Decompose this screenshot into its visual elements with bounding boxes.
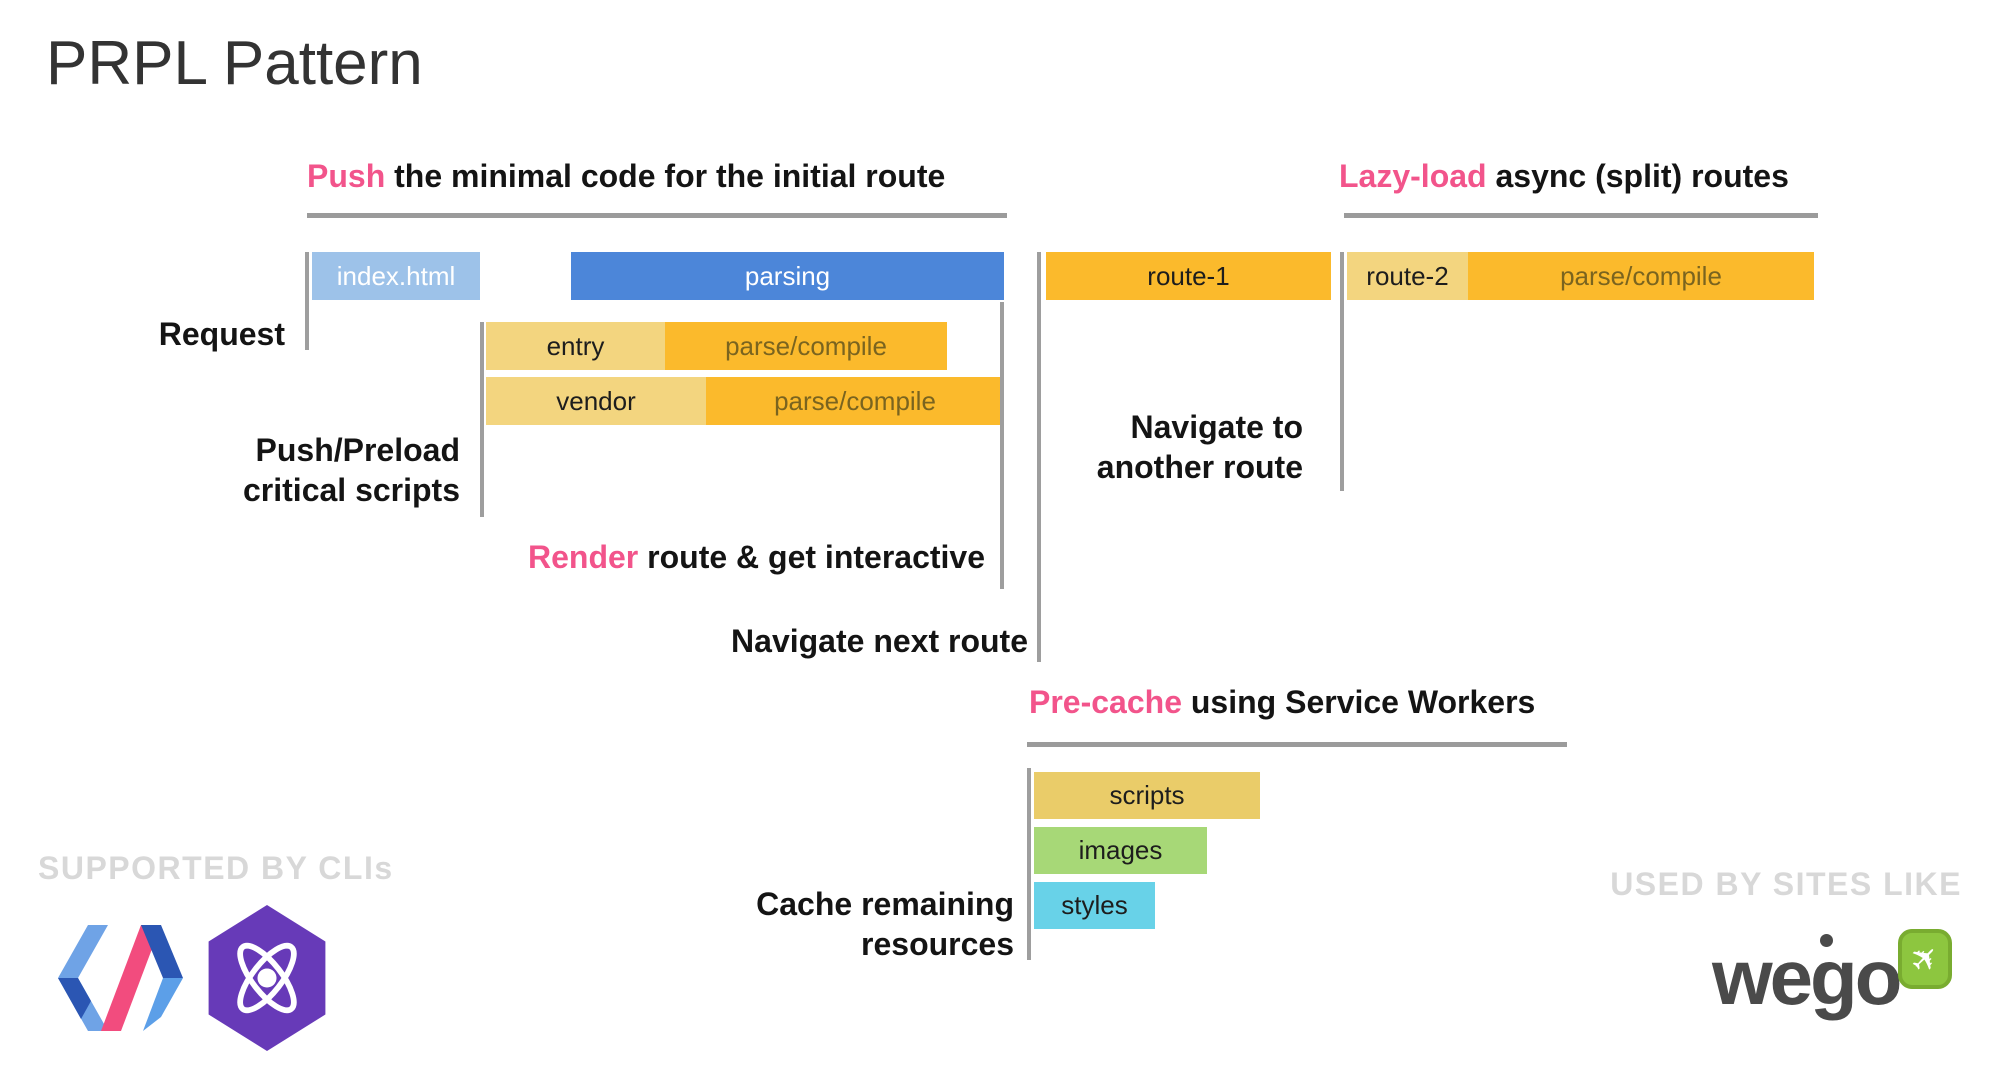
bar-styles: styles — [1034, 882, 1155, 929]
heading-lazy-rest: async (split) routes — [1486, 158, 1789, 194]
bar-parsing-label: parsing — [571, 252, 1004, 300]
navigate-another-label-line2: another route — [1096, 449, 1303, 485]
bar-scripts: scripts — [1034, 772, 1260, 819]
precache-marker-line — [1027, 768, 1031, 960]
cache-remaining-label-line1: Cache remaining — [756, 886, 1014, 922]
heading-precache-rest: using Service Workers — [1181, 684, 1536, 720]
navigate-next-label: Navigate next route — [731, 623, 1028, 659]
push-underline — [307, 213, 1007, 218]
heading-lazy-highlight: Lazy-load — [1339, 158, 1487, 194]
request-label: Request — [158, 316, 285, 352]
page-title: PRPL Pattern — [46, 29, 423, 98]
bar-scripts-label: scripts — [1034, 772, 1260, 819]
used-by-sites-label: USED BY SITES LIKE — [1610, 866, 1962, 902]
bar-parsing: parsing — [571, 252, 1004, 300]
bar-entry-label: entry — [486, 322, 665, 370]
push-preload-label: Push/Preload critical scripts — [243, 430, 460, 510]
airplane-icon: ✈ — [1901, 935, 1949, 983]
bar-index-html-label: index.html — [312, 252, 480, 300]
wego-logo-badge: ✈ — [1898, 929, 1952, 989]
lazy-underline — [1344, 213, 1818, 218]
render-label-highlight: Render — [528, 539, 639, 575]
precache-underline — [1027, 742, 1567, 747]
bar-vendor: vendor parse/compile — [486, 377, 1004, 425]
navigate-next-marker-line — [1037, 252, 1041, 662]
push-preload-label-line1: Push/Preload — [255, 432, 461, 468]
wego-logo-dot — [1820, 934, 1833, 947]
heading-lazy-load: Lazy-load async (split) routes — [1339, 158, 1789, 195]
bar-images: images — [1034, 827, 1207, 874]
navigate-another-marker-line — [1340, 252, 1344, 491]
bar-route-2-parse-label: parse/compile — [1468, 252, 1814, 300]
cache-remaining-label: Cache remaining resources — [756, 884, 1014, 964]
navigate-another-label-line1: Navigate to — [1130, 409, 1303, 445]
bar-entry: entry parse/compile — [486, 322, 947, 370]
bar-vendor-parse-label: parse/compile — [706, 377, 1004, 425]
heading-precache: Pre-cache using Service Workers — [1029, 684, 1535, 721]
request-marker-line — [305, 252, 309, 350]
push-preload-marker-line — [480, 322, 484, 517]
bar-entry-parse-label: parse/compile — [665, 322, 947, 370]
navigate-another-label: Navigate to another route — [1097, 407, 1303, 487]
bar-index-html: index.html — [312, 252, 480, 300]
bar-route-2-label: route-2 — [1347, 252, 1468, 300]
bar-images-label: images — [1034, 827, 1207, 874]
heading-push: Push the minimal code for the initial ro… — [307, 158, 945, 195]
supported-by-clis-label: SUPPORTED BY CLIs — [38, 850, 394, 886]
cache-remaining-label-line2: resources — [861, 926, 1014, 962]
polymer-logo-icon — [58, 925, 183, 1031]
heading-push-highlight: Push — [307, 158, 386, 194]
bar-route-1: route-1 — [1046, 252, 1331, 300]
render-label: Render route & get interactive — [528, 537, 985, 577]
push-preload-label-line2: critical scripts — [243, 472, 460, 508]
bar-route-1-label: route-1 — [1046, 252, 1331, 300]
heading-push-rest: the minimal code for the initial route — [385, 158, 946, 194]
heading-precache-highlight: Pre-cache — [1029, 684, 1182, 720]
preact-logo-icon — [208, 905, 326, 1051]
render-label-rest: route & get interactive — [638, 539, 985, 575]
bar-styles-label: styles — [1034, 882, 1155, 929]
wego-logo-wordmark: wego — [1712, 933, 1902, 1021]
bar-vendor-label: vendor — [486, 377, 706, 425]
render-marker-line — [1000, 302, 1004, 589]
bar-route-2: route-2 parse/compile — [1347, 252, 1814, 300]
